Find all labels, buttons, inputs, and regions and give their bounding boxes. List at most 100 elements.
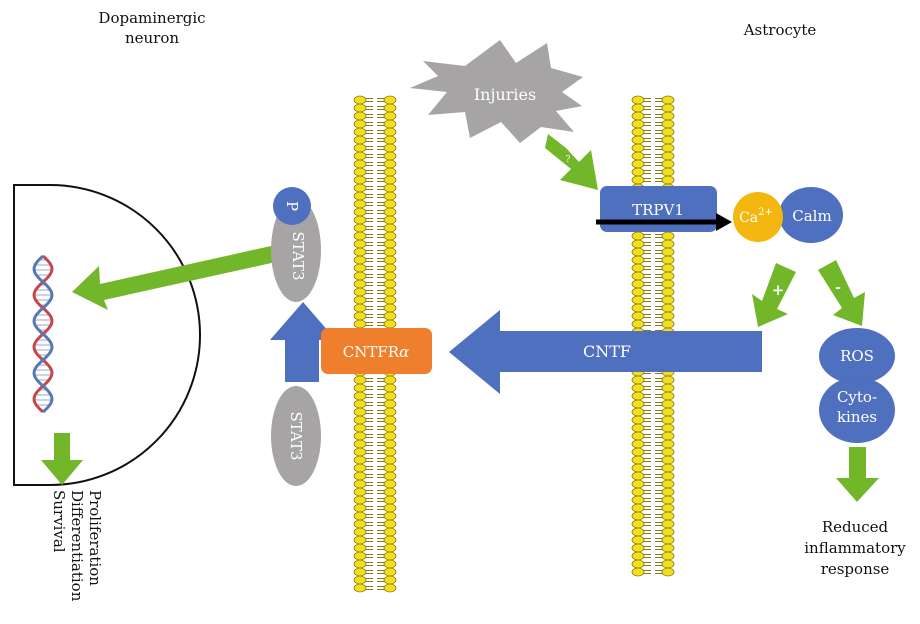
lipid-head — [383, 159, 397, 169]
lipid-head — [383, 407, 397, 417]
lipid-head — [353, 199, 367, 209]
outcome-proliferation: Proliferation — [86, 490, 104, 586]
lipid-head — [353, 519, 367, 529]
lipid-tail — [365, 466, 373, 470]
lipid-tail — [655, 498, 663, 502]
lipid-tail — [365, 490, 373, 494]
lipid-head — [631, 487, 645, 497]
lipid-head — [631, 503, 645, 513]
lipid-tail — [365, 98, 373, 102]
lipid-head — [661, 471, 675, 481]
lipid-head — [383, 583, 397, 593]
lipid-tail — [655, 290, 663, 294]
lipid-head — [353, 151, 367, 161]
lipid-head — [631, 431, 645, 441]
lipid-tail — [643, 162, 651, 166]
lipid-head — [353, 263, 367, 273]
lipid-head — [661, 495, 675, 505]
lipid-head — [661, 127, 675, 137]
lipid-tail — [643, 130, 651, 134]
lipid-tail — [377, 114, 385, 118]
lipid-head — [353, 103, 367, 113]
lipid-tail — [655, 178, 663, 182]
cntf-label: CNTF — [583, 342, 631, 361]
lipid-tail — [377, 98, 385, 102]
lipid-head — [383, 231, 397, 241]
lipid-head — [631, 415, 645, 425]
lipid-tail — [365, 162, 373, 166]
lipid-head — [353, 431, 367, 441]
lipid-tail — [377, 538, 385, 542]
lipid-head — [353, 447, 367, 457]
lipid-tail — [365, 394, 373, 398]
lipid-head — [631, 247, 645, 257]
calcium-ion — [733, 192, 783, 242]
stat3-bottom-label: STAT3 — [287, 411, 305, 460]
lipid-head — [353, 423, 367, 433]
outcome-survival: Survival — [50, 490, 68, 553]
lipid-tail — [655, 234, 663, 238]
lipid-head — [631, 175, 645, 185]
lipid-head — [631, 159, 645, 169]
lipid-tail — [365, 586, 373, 590]
lipid-head — [631, 231, 645, 241]
lipid-head — [383, 95, 397, 105]
lipid-tail — [643, 314, 651, 318]
lipid-head — [383, 127, 397, 137]
lipid-tail — [377, 226, 385, 230]
lipid-head — [661, 399, 675, 409]
lipid-head — [353, 167, 367, 177]
lipid-tail — [643, 242, 651, 246]
lipid-tail — [377, 138, 385, 142]
lipid-tail — [377, 218, 385, 222]
lipid-head — [353, 487, 367, 497]
lipid-head — [383, 455, 397, 465]
lipid-tail — [365, 554, 373, 558]
lipid-tail — [655, 434, 663, 438]
lipid-head — [631, 567, 645, 577]
lipid-head — [353, 391, 367, 401]
lipid-tail — [643, 98, 651, 102]
lipid-tail — [643, 266, 651, 270]
lipid-head — [353, 247, 367, 257]
lipid-tail — [655, 154, 663, 158]
lipid-tail — [643, 170, 651, 174]
lipid-tail — [655, 378, 663, 382]
lipid-head — [631, 535, 645, 545]
lipid-tail — [365, 250, 373, 254]
minus-sign: - — [835, 280, 841, 296]
lipid-head — [661, 247, 675, 257]
lipid-head — [631, 391, 645, 401]
lipid-tail — [655, 426, 663, 430]
lipid-tail — [365, 506, 373, 510]
lipid-tail — [365, 498, 373, 502]
lipid-tail — [365, 178, 373, 182]
response-line3: response — [820, 560, 890, 578]
lipid-tail — [643, 450, 651, 454]
lipid-tail — [643, 106, 651, 110]
lipid-head — [353, 479, 367, 489]
lipid-head — [661, 319, 675, 329]
activation-arrow — [752, 263, 796, 327]
lipid-tail — [365, 298, 373, 302]
lipid-tail — [655, 130, 663, 134]
lipid-head — [383, 287, 397, 297]
lipid-head — [383, 295, 397, 305]
lipid-head — [661, 135, 675, 145]
lipid-head — [661, 383, 675, 393]
lipid-head — [353, 223, 367, 233]
lipid-tail — [655, 146, 663, 150]
lipid-head — [631, 471, 645, 481]
lipid-head — [631, 495, 645, 505]
lipid-tail — [377, 106, 385, 110]
injuries-to-trpv1-arrow — [545, 134, 598, 190]
lipid-tail — [643, 146, 651, 150]
lipid-head — [353, 383, 367, 393]
lipid-head — [383, 391, 397, 401]
lipid-head — [661, 255, 675, 265]
lipid-tail — [655, 538, 663, 542]
lipid-head — [661, 95, 675, 105]
lipid-tail — [365, 450, 373, 454]
lipid-head — [661, 463, 675, 473]
